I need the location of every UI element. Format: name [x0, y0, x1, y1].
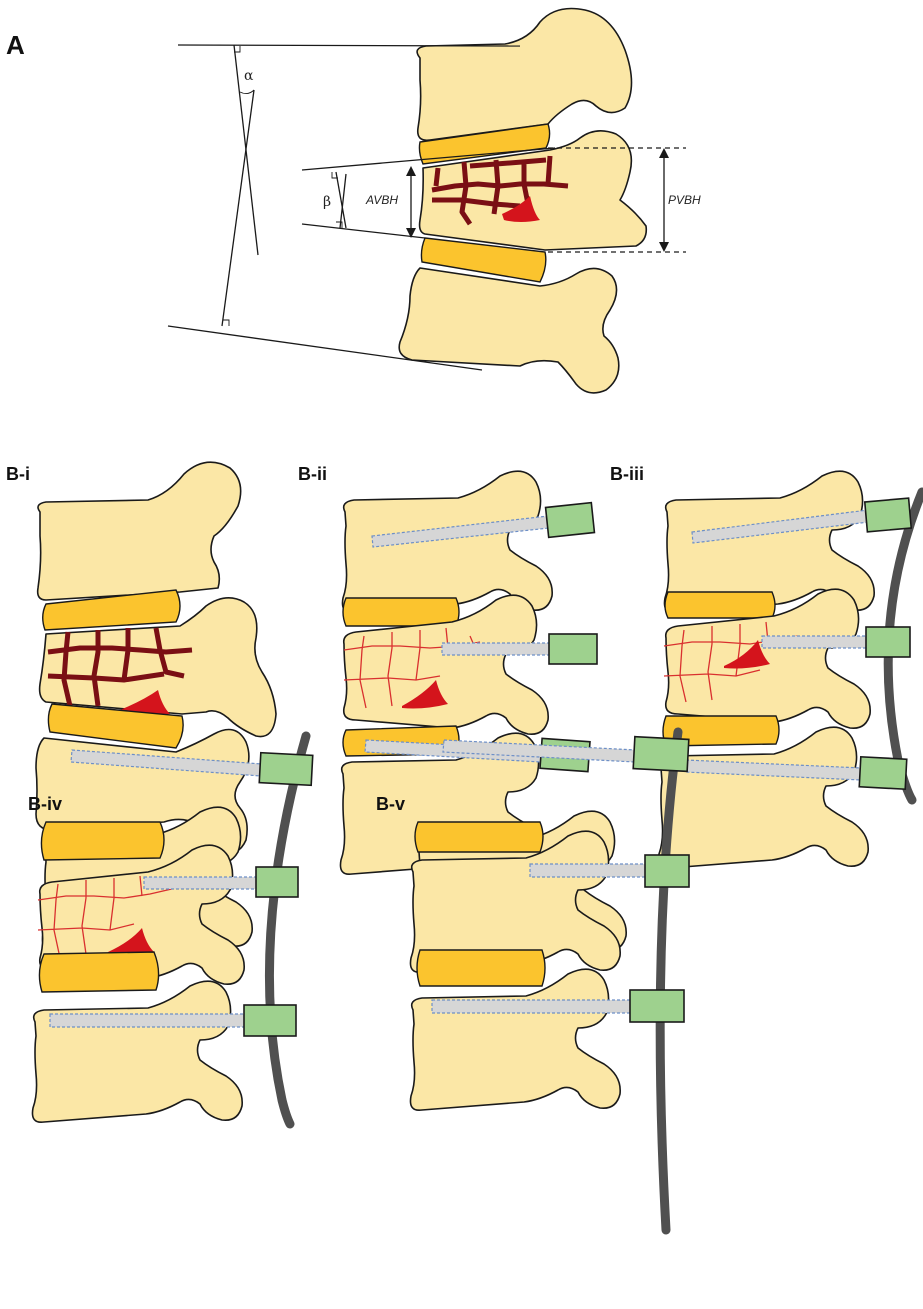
panel-b-ii-label: B-ii: [298, 464, 327, 484]
panel-b-v-disc-lower: [417, 950, 545, 986]
panel-b-i-label: B-i: [6, 464, 30, 484]
panel-b-v-disc-upper: [415, 822, 543, 852]
panel-b-v-label: B-v: [376, 794, 405, 814]
panel-b-iii-vertebra-lower: [658, 727, 868, 868]
alpha-label: α: [244, 68, 254, 84]
panel-b-i-vertebra-upper: [38, 462, 241, 600]
panel-b-iii-label: B-iii: [610, 464, 644, 484]
panel-b-v-vertebra-lower: [410, 969, 620, 1110]
panel-a-vertebra-upper: [417, 9, 631, 141]
beta-label: β: [323, 194, 331, 210]
avbh-label: AVBH: [365, 193, 398, 207]
panel-b-iv-rod: [269, 736, 306, 1124]
panel-b-iv-label: B-iv: [28, 794, 62, 814]
pvbh-label: PVBH: [668, 193, 701, 207]
panel-a-vertebra-lower: [399, 268, 619, 393]
panel-b-iii-disc-upper: [665, 592, 775, 618]
panel-b-iv-disc-lower: [39, 952, 158, 992]
panel-a-label: A: [6, 30, 25, 60]
panel-b-iv-vertebra-lower: [32, 981, 242, 1122]
avbh-arrow: [406, 166, 416, 238]
panel-b-iv-disc-upper: [41, 822, 164, 860]
panel-b-ii-disc-upper: [343, 598, 459, 626]
